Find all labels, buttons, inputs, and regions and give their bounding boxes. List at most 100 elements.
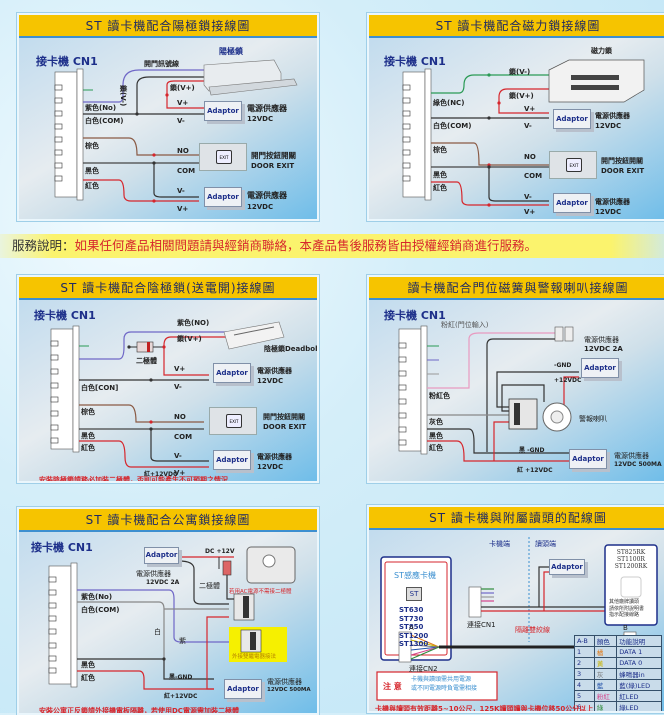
plus12-label: +12VDC bbox=[554, 377, 582, 384]
note-text: 卡機與讀頭需共用電源或不同電源時負電需相接 bbox=[411, 675, 477, 693]
lock-vminus-label: 鎖(V-) bbox=[119, 85, 127, 107]
no-label: NO bbox=[174, 413, 186, 421]
cn1-label: 接卡機 CN1 bbox=[384, 309, 446, 322]
service-text: 如果任何產品相關問題請與經銷商聯絡，本產品售後服務皆由授權經銷商進行服務。 bbox=[74, 238, 538, 253]
vplus2-label: V+ bbox=[174, 469, 186, 477]
red-wire-label: 紅色 bbox=[85, 182, 99, 190]
wire-relay-black bbox=[178, 560, 229, 605]
alarm-horn-icon bbox=[542, 402, 572, 432]
relay-note: 外接雙繼電器接法 bbox=[232, 654, 277, 660]
red-wire-label: 紅色 bbox=[81, 444, 95, 452]
diode-label: 二極體 bbox=[136, 357, 157, 365]
header-cell: 顏色 bbox=[593, 635, 618, 647]
red-wire-label: 紅色 bbox=[429, 444, 443, 452]
voltage-label-2: 12VDC bbox=[257, 463, 284, 471]
wire-red bbox=[83, 179, 199, 202]
connector-cn1 bbox=[402, 68, 432, 201]
panel-magnetic-lock: ST 讀卡機配合磁力鎖接線圖 接卡機 CN1 磁力鎖 鎖(V-) 鎖(V+) 綠… bbox=[367, 13, 664, 221]
adaptor-box: Adaptor bbox=[581, 358, 619, 378]
red-12v-label: 紅+12VDC bbox=[164, 693, 198, 700]
purple-wire-label: 紫色(No) bbox=[81, 593, 113, 601]
adaptor-box-2: Adaptor bbox=[204, 187, 242, 207]
connector-cn1 bbox=[50, 325, 80, 453]
exit-button-image: EXIT bbox=[549, 151, 597, 179]
wire-gnd2 bbox=[501, 384, 545, 412]
wire-red-relay bbox=[493, 421, 509, 461]
service-label: 服務說明： bbox=[12, 238, 75, 253]
reader-model: ST825RK bbox=[616, 549, 646, 556]
cell: 5 bbox=[574, 690, 595, 702]
purple-wire-label: 紫色(No) bbox=[85, 104, 117, 112]
red-12v-label: 紅+12VDC bbox=[144, 471, 178, 478]
cn1-label: 接卡機 CN1 bbox=[36, 55, 98, 68]
cell: 紅LED bbox=[616, 690, 662, 702]
wiring-diagram bbox=[398, 325, 579, 462]
wire-brown bbox=[79, 404, 204, 423]
cn1-label: 接卡機 CN1 bbox=[384, 55, 446, 68]
psu-label-2: 電源供應器 bbox=[614, 452, 649, 460]
vminus2-label: V- bbox=[524, 193, 532, 201]
twisted-pair-label: 隔離雙絞線 bbox=[515, 626, 550, 634]
panel-apartment-lock: ST 讀卡機配合公寓鎖接線圖 接卡機 CN1 Adaptor 電源供應器 12V… bbox=[17, 507, 319, 715]
voltage-label: 12VDC bbox=[595, 122, 622, 130]
psu-label-2: 電源供應器 bbox=[595, 198, 630, 206]
cell: 橘 bbox=[593, 646, 618, 658]
model-item: ST1300 bbox=[399, 640, 429, 648]
wiring-diagram bbox=[50, 321, 285, 468]
cn1-label: 接卡機 CN1 bbox=[31, 541, 93, 554]
psu-label: 電源供應器 bbox=[257, 367, 292, 375]
cn1-label: 接卡機 CN1 bbox=[34, 309, 96, 322]
black-wire-label: 黑色 bbox=[429, 432, 443, 440]
header-cell: A-B bbox=[574, 635, 595, 647]
white-wire-label: 白色(COM) bbox=[81, 606, 120, 614]
lock-label: 陰極鎖Deadbolt bbox=[264, 345, 319, 353]
cell: 綠LED bbox=[616, 701, 662, 711]
wire-black bbox=[77, 658, 214, 680]
wiring-diagram bbox=[48, 546, 296, 690]
wire-red bbox=[79, 440, 209, 468]
relay-module bbox=[508, 398, 538, 430]
door-exit-label: DOOR EXIT bbox=[251, 162, 295, 170]
vplus-label: V+ bbox=[174, 365, 186, 373]
wire-red-relay bbox=[206, 616, 229, 690]
com-label: COM bbox=[174, 433, 193, 441]
vminus2-label: V- bbox=[174, 452, 182, 460]
wire-purple bbox=[79, 331, 229, 360]
wire-gnd bbox=[496, 371, 579, 408]
reader-side-label: 讀頭端 bbox=[535, 540, 556, 548]
voltage-label-2: 12VDC 500MA bbox=[614, 461, 662, 468]
psu-label-2: 電源供應器 bbox=[267, 678, 302, 686]
door-exit-label: DOOR EXIT bbox=[263, 423, 307, 431]
adaptor-box: Adaptor bbox=[204, 101, 242, 121]
voltage-label-2: 12VDC bbox=[247, 203, 274, 211]
wire-lock-neg bbox=[136, 76, 209, 114]
panel-title: ST 讀卡機與附屬讀頭的配線圖 bbox=[369, 507, 664, 530]
vplus2-label: V+ bbox=[177, 205, 189, 213]
header-cell: 功能說明 bbox=[616, 635, 662, 647]
exit-switch-label: 開門按鈕開關 bbox=[263, 413, 305, 421]
cell: DATA 1 bbox=[616, 646, 662, 658]
side-b-label: B bbox=[623, 624, 628, 632]
brown-wire-label: 棕色 bbox=[85, 142, 99, 150]
lock-label: 陽極鎖 bbox=[219, 47, 243, 56]
vplus-label: V+ bbox=[177, 99, 189, 107]
red-wire-label: 紅色 bbox=[433, 184, 447, 192]
note-line: 卡機與讀頭需共用電源 bbox=[411, 676, 472, 683]
white-wire-label: 白色[CON] bbox=[81, 384, 119, 392]
cn2-connect-label: 連接CN2 bbox=[409, 665, 438, 673]
brown-wire-label: 棕色 bbox=[81, 408, 95, 416]
st-logo-icon: ST bbox=[406, 587, 422, 601]
cell: 蜂鳴器in bbox=[616, 668, 662, 680]
psu-label: 電源供應器 bbox=[136, 570, 171, 578]
exit-label: EXIT bbox=[226, 414, 242, 428]
st-reader-title: ST感應卡機 bbox=[394, 571, 436, 580]
no-label: NO bbox=[524, 153, 536, 161]
wire-pink bbox=[427, 332, 555, 389]
lock-vminus-label: 鎖(V-) bbox=[509, 68, 531, 76]
lock-vplus-label: 鎖(V+) bbox=[509, 92, 534, 100]
note-line: 其他廠牌讀頭 bbox=[609, 599, 640, 605]
adaptor-box: Adaptor bbox=[213, 363, 251, 383]
